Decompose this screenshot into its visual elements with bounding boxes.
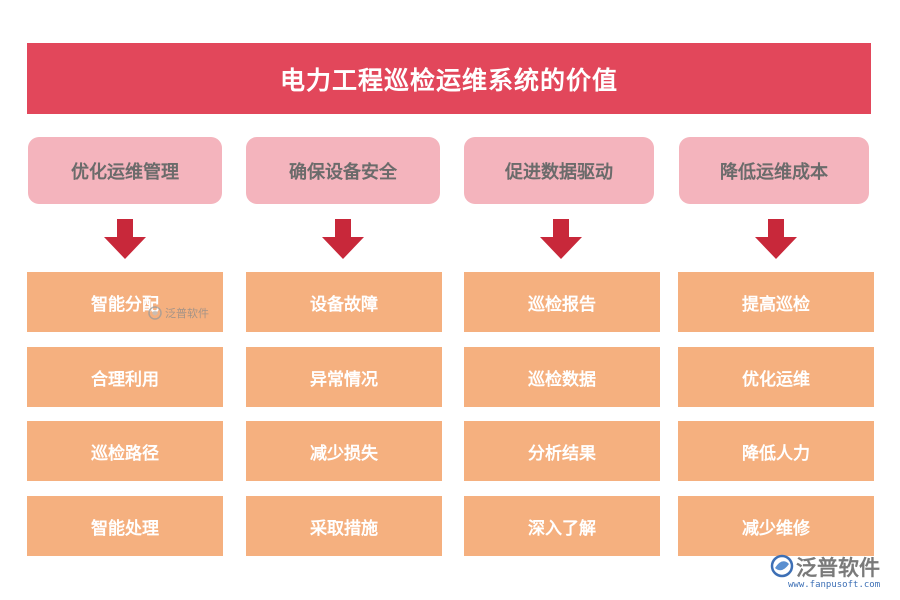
- down-arrow-icon: [540, 219, 582, 259]
- item-box: 巡检路径: [27, 421, 223, 481]
- item-box: 减少损失: [246, 421, 442, 481]
- brand-logo-icon: [148, 306, 162, 320]
- column-header-optimize-om: 优化运维管理: [28, 137, 222, 204]
- item-box: 巡检数据: [464, 347, 660, 407]
- down-arrow-icon: [755, 219, 797, 259]
- column-header-ensure-safety: 确保设备安全: [246, 137, 440, 204]
- item-box: 设备故障: [246, 272, 442, 332]
- item-box: 智能处理: [27, 496, 223, 556]
- watermark-brand-text: 泛普软件: [165, 307, 209, 320]
- item-box: 降低人力: [678, 421, 874, 481]
- item-box: 采取措施: [246, 496, 442, 556]
- column-header-data-driven: 促进数据驱动: [464, 137, 654, 204]
- brand-logo-icon: [770, 554, 794, 578]
- item-box: 合理利用: [27, 347, 223, 407]
- item-box: 异常情况: [246, 347, 442, 407]
- watermark-brand-text: 泛普软件: [796, 556, 880, 580]
- item-box: 减少维修: [678, 496, 874, 556]
- item-box: 优化运维: [678, 347, 874, 407]
- watermark-small: 泛普软件: [148, 304, 209, 322]
- diagram-title: 电力工程巡检运维系统的价值: [27, 43, 871, 114]
- item-box: 分析结果: [464, 421, 660, 481]
- down-arrow-icon: [104, 219, 146, 259]
- item-box: 巡检报告: [464, 272, 660, 332]
- item-box: 智能分配: [27, 272, 223, 332]
- column-header-reduce-cost: 降低运维成本: [679, 137, 869, 204]
- watermark-logo: 泛普软件 www.fanpusoft.com: [768, 552, 892, 594]
- item-box: 深入了解: [464, 496, 660, 556]
- down-arrow-icon: [322, 219, 364, 259]
- watermark-url: www.fanpusoft.com: [788, 580, 881, 590]
- item-box: 提高巡检: [678, 272, 874, 332]
